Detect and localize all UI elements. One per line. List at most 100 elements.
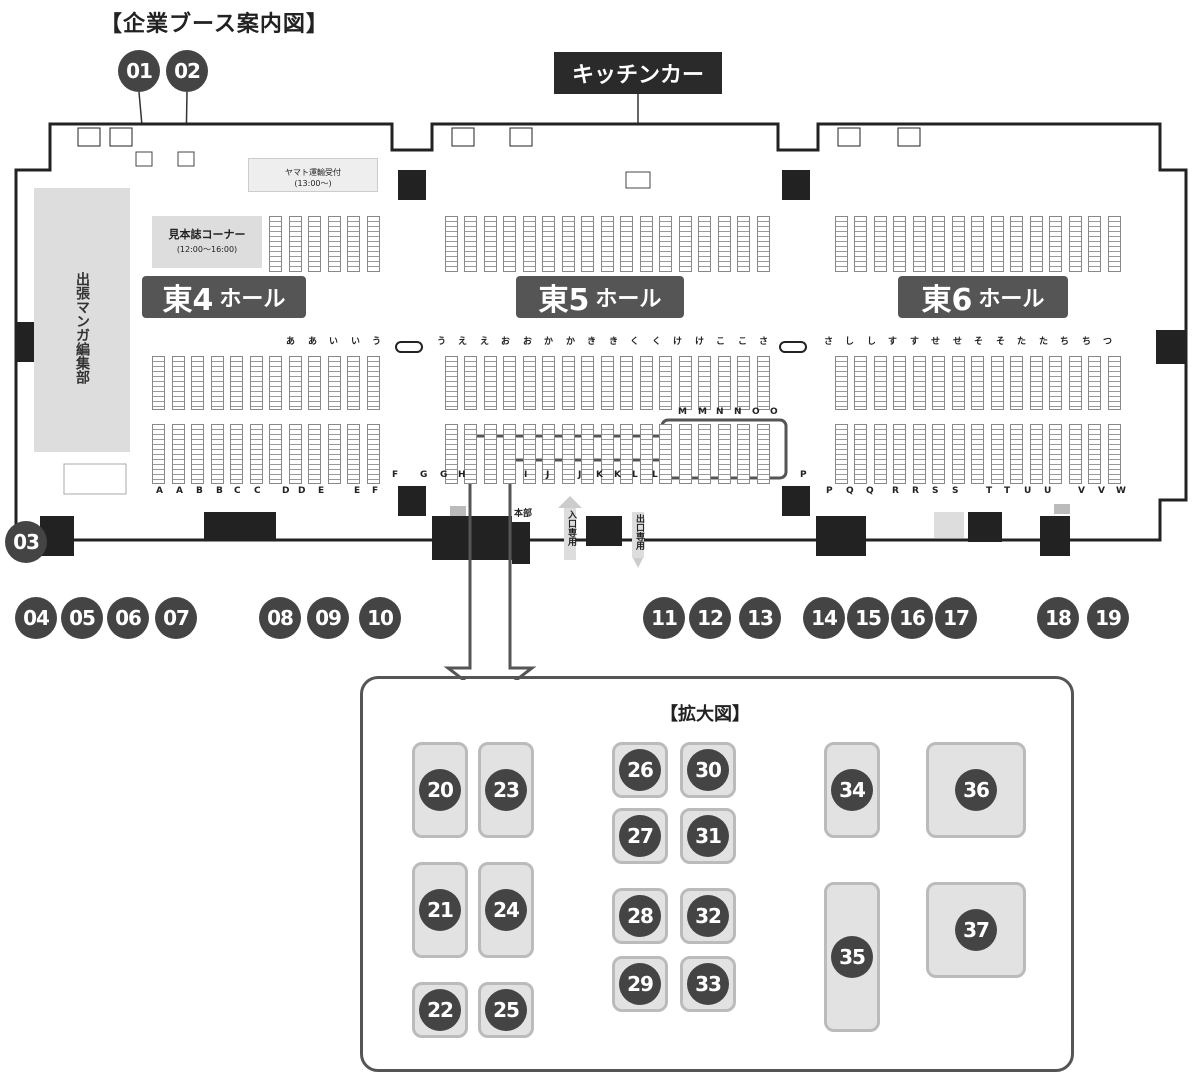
booth-10-badge[interactable]: 10 bbox=[359, 597, 401, 639]
booth-column bbox=[1108, 216, 1121, 272]
row-label: R bbox=[912, 486, 919, 496]
row-label: F bbox=[372, 486, 379, 496]
booth-column bbox=[289, 216, 302, 272]
booth-column bbox=[679, 356, 692, 410]
zoom-booth-31[interactable]: 31 bbox=[680, 808, 736, 864]
booth-18-badge[interactable]: 18 bbox=[1037, 597, 1079, 639]
row-label: ち bbox=[1060, 337, 1070, 347]
zoom-arrow bbox=[443, 434, 668, 680]
zoom-booth-20[interactable]: 20 bbox=[412, 742, 468, 838]
booth-column bbox=[191, 356, 204, 410]
zoom-booth-23[interactable]: 23 bbox=[478, 742, 534, 838]
booth-column bbox=[679, 424, 692, 484]
booth-07-badge[interactable]: 07 bbox=[155, 597, 197, 639]
zoom-booth-37[interactable]: 37 bbox=[926, 882, 1026, 978]
row-label: こ bbox=[738, 337, 748, 347]
sample-corner[interactable]: 見本誌コーナー (12:00〜16:00) bbox=[152, 216, 262, 268]
booth-column bbox=[620, 216, 633, 272]
booth-11-badge[interactable]: 11 bbox=[643, 597, 685, 639]
booth-column bbox=[1030, 424, 1043, 484]
booth-column bbox=[757, 356, 770, 410]
editorial-area[interactable] bbox=[34, 188, 130, 452]
booth-05-badge[interactable]: 05 bbox=[61, 597, 103, 639]
booth-12-badge[interactable]: 12 bbox=[689, 597, 731, 639]
booth-column bbox=[835, 424, 848, 484]
zoom-booth-34[interactable]: 34 bbox=[824, 742, 880, 838]
zoom-booth-37-badge: 37 bbox=[955, 909, 997, 951]
booth-column bbox=[191, 424, 204, 484]
row-label: G bbox=[440, 470, 448, 480]
booth-column bbox=[601, 424, 614, 484]
zoom-booth-30[interactable]: 30 bbox=[680, 742, 736, 798]
booth-04-badge[interactable]: 04 bbox=[15, 597, 57, 639]
zoom-booth-27[interactable]: 27 bbox=[612, 808, 668, 864]
booth-column bbox=[620, 424, 633, 484]
zoom-booth-22[interactable]: 22 bbox=[412, 982, 468, 1038]
booth-column bbox=[893, 356, 906, 410]
booth-column bbox=[1030, 356, 1043, 410]
booth-column bbox=[562, 424, 575, 484]
row-label: け bbox=[695, 337, 705, 347]
zoom-booth-27-badge: 27 bbox=[619, 815, 661, 857]
booth-column bbox=[971, 216, 984, 272]
booth-column bbox=[581, 216, 594, 272]
row-label: Q bbox=[866, 486, 874, 496]
zoom-booth-33-badge: 33 bbox=[687, 963, 729, 1005]
zoom-booth-21[interactable]: 21 bbox=[412, 862, 468, 958]
booth-02-badge[interactable]: 02 bbox=[166, 50, 208, 92]
zoom-booth-25[interactable]: 25 bbox=[478, 982, 534, 1038]
row-label: L bbox=[632, 470, 638, 480]
zoom-booth-32[interactable]: 32 bbox=[680, 888, 736, 944]
row-label: お bbox=[501, 337, 511, 347]
zoom-booth-29[interactable]: 29 bbox=[612, 956, 668, 1012]
zoom-booth-33[interactable]: 33 bbox=[680, 956, 736, 1012]
booth-03-badge[interactable]: 03 bbox=[5, 521, 47, 563]
booth-16-badge[interactable]: 16 bbox=[891, 597, 933, 639]
yamato-time: (13:00〜) bbox=[294, 179, 332, 188]
booth-15-badge[interactable]: 15 bbox=[847, 597, 889, 639]
zoom-booth-26[interactable]: 26 bbox=[612, 742, 668, 798]
row-label: く bbox=[652, 337, 662, 347]
zoom-title: 【拡大図】 bbox=[660, 704, 750, 725]
booth-column bbox=[211, 424, 224, 484]
booth-column bbox=[464, 216, 477, 272]
row-label: L bbox=[652, 470, 658, 480]
booth-column bbox=[952, 424, 965, 484]
zoom-booth-35[interactable]: 35 bbox=[824, 882, 880, 1032]
booth-17-badge[interactable]: 17 bbox=[935, 597, 977, 639]
sample-corner-label: 見本誌コーナー bbox=[168, 228, 246, 241]
booth-01-badge[interactable]: 01 bbox=[118, 50, 160, 92]
booth-column bbox=[230, 356, 243, 410]
booth-column bbox=[971, 424, 984, 484]
row-label: G bbox=[420, 470, 428, 480]
row-label: M bbox=[678, 407, 687, 417]
booth-column bbox=[1088, 216, 1101, 272]
booth-09-badge[interactable]: 09 bbox=[307, 597, 349, 639]
booth-column bbox=[1010, 216, 1023, 272]
booth-column bbox=[484, 216, 497, 272]
booth-column bbox=[484, 356, 497, 410]
booth-column bbox=[542, 356, 555, 410]
zoom-booth-24[interactable]: 24 bbox=[478, 862, 534, 958]
row-label: す bbox=[888, 337, 898, 347]
booth-14-badge[interactable]: 14 bbox=[803, 597, 845, 639]
row-label: D bbox=[282, 486, 290, 496]
booth-column bbox=[601, 356, 614, 410]
row-label: つ bbox=[1103, 337, 1113, 347]
yamato-desk[interactable]: ヤマト運輸受付 (13:00〜) bbox=[248, 158, 378, 192]
booth-13-badge[interactable]: 13 bbox=[739, 597, 781, 639]
pillar bbox=[1156, 330, 1186, 364]
row-label: Q bbox=[846, 486, 854, 496]
booth-column bbox=[464, 356, 477, 410]
booth-column bbox=[542, 216, 555, 272]
zoom-booth-36-badge: 36 bbox=[955, 769, 997, 811]
booth-06-badge[interactable]: 06 bbox=[107, 597, 149, 639]
booth-08-badge[interactable]: 08 bbox=[259, 597, 301, 639]
zoom-booth-36[interactable]: 36 bbox=[926, 742, 1026, 838]
booth-19-badge[interactable]: 19 bbox=[1087, 597, 1129, 639]
zoom-panel bbox=[360, 676, 1074, 1072]
booth-column bbox=[932, 216, 945, 272]
zoom-booth-28[interactable]: 28 bbox=[612, 888, 668, 944]
booth-column bbox=[932, 356, 945, 410]
booth-column bbox=[289, 356, 302, 410]
